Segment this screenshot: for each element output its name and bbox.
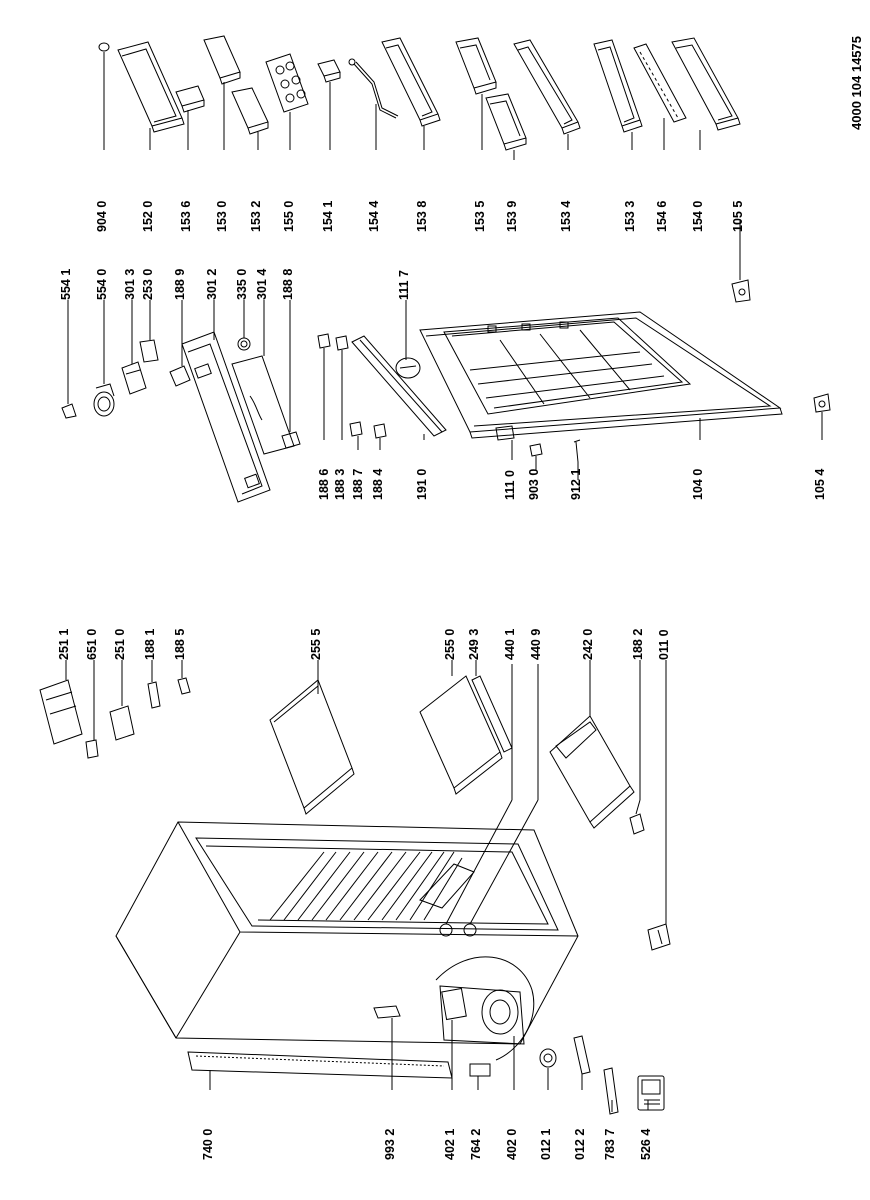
part-012-1-drawing	[540, 1049, 556, 1067]
part-188-9-drawing	[170, 366, 190, 386]
part-526-4-drawing	[638, 1076, 664, 1110]
part-155-0-drawing	[266, 54, 308, 112]
part-105-5-drawing	[732, 280, 750, 302]
part-011-0-drawing	[648, 924, 670, 950]
part-255-5-drawing	[270, 680, 354, 814]
part-188-1-drawing	[148, 682, 160, 708]
leader-440-1-diag	[446, 800, 512, 924]
part-152-0-drawing	[118, 42, 184, 132]
part-111-7-drawing	[396, 358, 420, 378]
part-188-5-drawing	[178, 678, 190, 694]
part-111-0-drawing	[496, 426, 514, 440]
cabinet-group	[40, 660, 670, 1114]
part-764-2-drawing	[470, 1064, 490, 1076]
part-153-8-drawing	[382, 38, 440, 126]
part-903-0-drawing	[530, 444, 542, 456]
part-105-4-drawing	[814, 394, 830, 412]
part-153-4-drawing	[514, 40, 580, 134]
part-783-7-drawing	[604, 1068, 618, 1114]
door-shelves-group	[99, 36, 750, 302]
cabinet-body-drawing	[116, 822, 578, 1078]
part-153-6-drawing	[176, 86, 204, 112]
part-188-4-drawing	[374, 424, 386, 438]
part-993-2-drawing	[374, 1006, 400, 1018]
part-251-1-drawing	[40, 680, 82, 744]
part-154-4-drawing	[349, 59, 398, 118]
part-912-1-drawing	[574, 440, 580, 462]
part-154-0-drawing	[672, 38, 740, 130]
part-191-0-drawing	[352, 336, 446, 436]
part-154-1-drawing	[318, 60, 340, 82]
part-188-6-drawing	[318, 334, 330, 348]
part-153-2-drawing	[232, 88, 268, 134]
door-group	[420, 312, 830, 480]
part-301-2-drawing	[182, 332, 270, 502]
part-154-6-drawing	[634, 44, 686, 122]
part-242-0-drawing	[550, 716, 634, 828]
part-153-0-drawing	[204, 36, 240, 84]
part-188-2-drawing	[630, 800, 644, 834]
part-188-3-drawing	[336, 336, 348, 350]
part-904-0-drawing	[99, 43, 109, 51]
part-188-7-drawing	[350, 422, 362, 436]
part-554-0-drawing	[94, 384, 114, 416]
part-012-2-drawing	[574, 1036, 590, 1074]
part-188-8-drawing	[282, 432, 300, 448]
part-153-5-drawing	[456, 38, 496, 94]
part-104-0-drawing	[420, 312, 782, 438]
part-255-0-drawing	[420, 676, 502, 794]
part-153-9-drawing	[486, 94, 526, 150]
leader-440-9-diag	[470, 800, 538, 924]
control-panel-group	[62, 300, 446, 502]
part-253-0-drawing	[140, 340, 158, 362]
part-301-3-drawing	[122, 362, 146, 394]
part-153-3-drawing	[594, 40, 642, 132]
part-554-1-drawing	[62, 404, 76, 418]
part-251-0-drawing	[110, 706, 134, 740]
part-651-0-drawing	[86, 740, 98, 758]
